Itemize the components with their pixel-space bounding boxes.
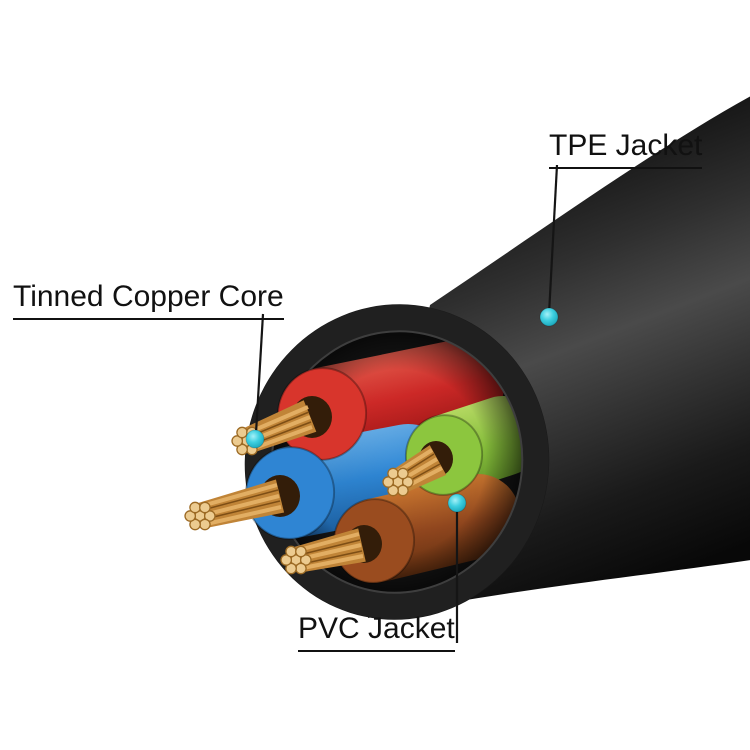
- label-pvc-jacket: PVC Jacket: [298, 612, 455, 652]
- copper-strand-ends: [184, 501, 216, 531]
- wire-blue-copper-strands: [184, 479, 285, 531]
- copper-core-leader-line: [254, 313, 265, 434]
- pvc-marker-dot: [447, 493, 467, 513]
- copper-strand-ends: [382, 467, 414, 497]
- label-tinned-copper-core: Tinned Copper Core: [13, 280, 284, 320]
- label-tpe-jacket: TPE Jacket: [549, 129, 703, 169]
- wire-brown-copper-strands: [280, 528, 366, 575]
- tpe-marker-dot: [539, 307, 559, 327]
- copper-strand-ends: [280, 545, 312, 575]
- tpe-leader-line: [547, 164, 559, 315]
- callout-leaders: [254, 164, 559, 643]
- callout-markers: [245, 307, 559, 513]
- copper-core-marker-dot: [245, 429, 265, 449]
- wire-green-copper-strands: [382, 445, 447, 497]
